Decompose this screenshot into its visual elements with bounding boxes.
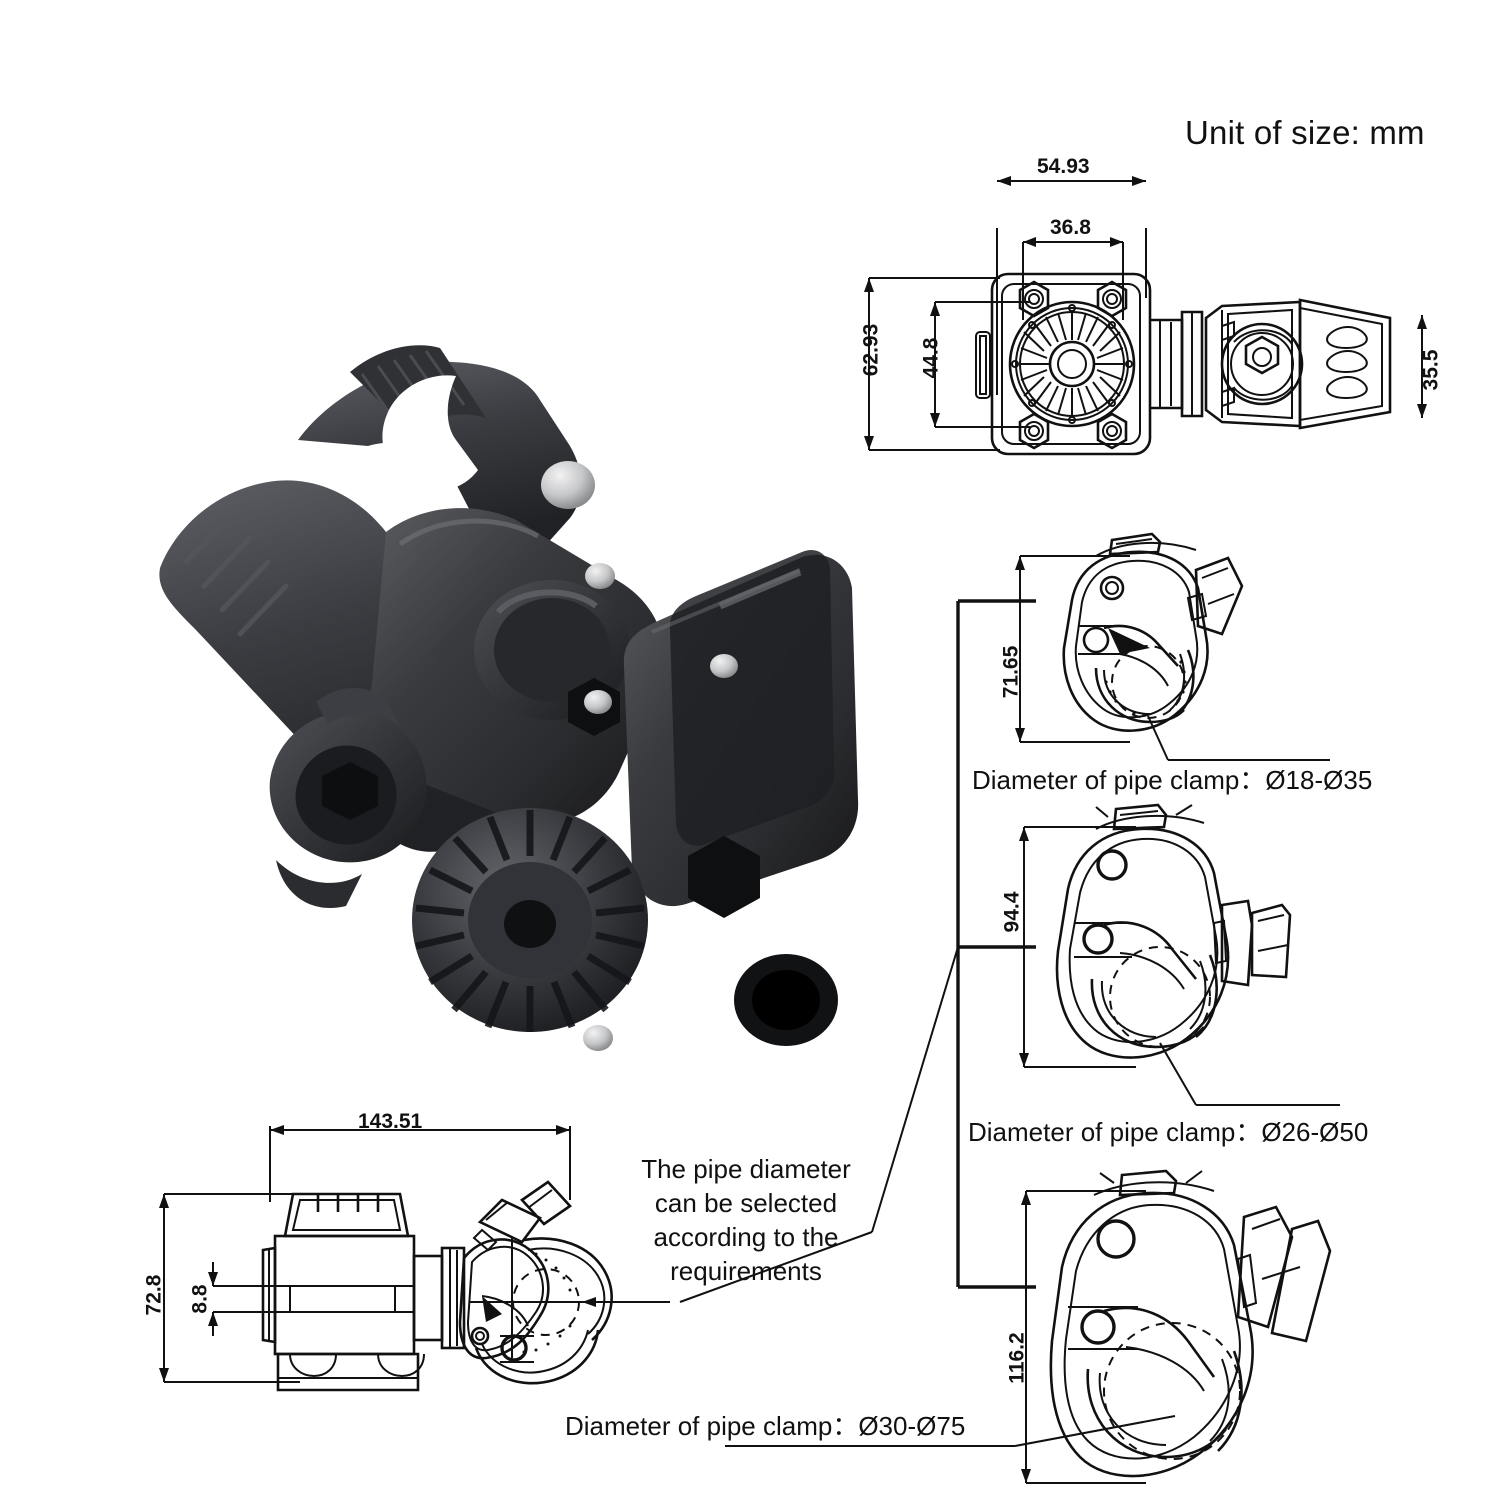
dim-bolt-spacing-vertical: 44.8 <box>919 337 943 379</box>
dim-base-thickness: 8.8 <box>188 1284 212 1314</box>
caption-clamp-large: Diameter of pipe clamp：Ø30-Ø75 <box>565 1411 966 1441</box>
clamp-option-small <box>1000 530 1330 790</box>
dim-side-height: 72.8 <box>142 1274 166 1316</box>
note-line-3: according to the <box>653 1222 839 1252</box>
dim-clamp-small-height: 71.65 <box>999 645 1023 699</box>
note-line-4: requirements <box>670 1256 822 1286</box>
caption-clamp-medium: Diameter of pipe clamp：Ø26-Ø50 <box>968 1117 1369 1147</box>
dim-top-height: 62.93 <box>859 323 883 377</box>
clamp-option-large <box>1000 1169 1360 1505</box>
product-photo <box>100 300 860 1120</box>
pipe-diameter-note: The pipe diameter can be selected accord… <box>626 1152 866 1288</box>
side-view-assembly <box>130 1090 670 1430</box>
clamp-option-medium <box>1000 803 1340 1125</box>
dim-top-width: 54.93 <box>1037 155 1090 178</box>
dim-clamp-large-height: 116.2 <box>1005 1332 1029 1384</box>
note-line-1: The pipe diameter <box>641 1154 851 1184</box>
dim-side-length: 143.51 <box>358 1110 423 1133</box>
dim-clamp-medium-height: 94.4 <box>1000 891 1024 933</box>
dim-clamp-width: 35.5 <box>1419 349 1443 391</box>
note-line-2: can be selected <box>654 1188 838 1218</box>
unit-of-size-label: Unit of size: mm <box>1185 114 1425 151</box>
caption-clamp-small: Diameter of pipe clamp：Ø18-Ø35 <box>972 765 1373 795</box>
pipe-diameter-note-leader <box>660 930 980 1310</box>
dim-bolt-spacing: 36.8 <box>1050 216 1091 239</box>
top-view-assembly <box>830 150 1450 480</box>
caption-clamp-large-leader <box>725 1398 1176 1488</box>
